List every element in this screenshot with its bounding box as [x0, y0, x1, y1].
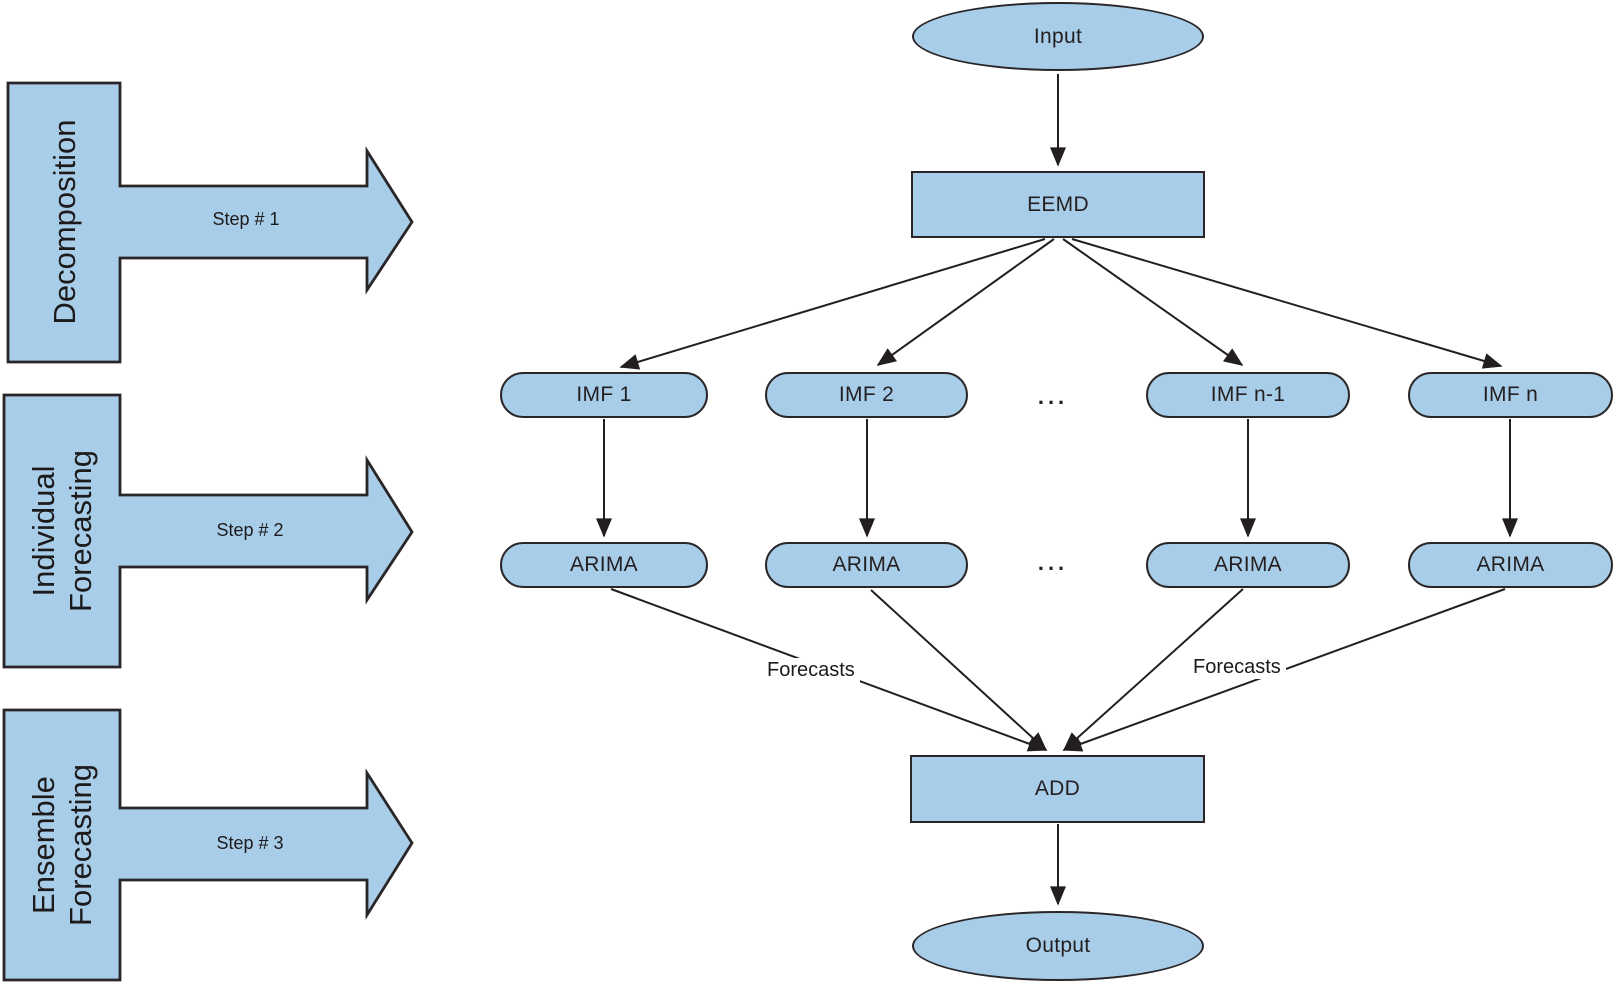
- edge-eemd-imfn1: [1062, 238, 1244, 366]
- imf-n-node: IMF n: [1408, 372, 1613, 418]
- section-shape-decomposition: [6, 81, 414, 364]
- step-3-label: Step # 3: [216, 832, 284, 853]
- imf-n1-node: IMF n-1: [1146, 372, 1350, 418]
- step-1-label: Step # 1: [212, 208, 280, 229]
- section-label-ensemble-forecasting: Ensemble Forecasting: [24, 715, 100, 975]
- section-label-line: Ensemble: [26, 776, 61, 914]
- section-label-line: Decomposition: [46, 119, 82, 325]
- edge-ariman1-add: [1062, 588, 1244, 752]
- section-shape-individual-forecasting: [2, 393, 414, 669]
- section-shape-ensemble-forecasting: [2, 708, 414, 982]
- step-2-label: Step # 2: [216, 519, 284, 540]
- edge-eemd-imfn: [1071, 238, 1503, 369]
- input-node: Input: [912, 2, 1204, 71]
- edge-eemd-imf1: [619, 238, 1046, 370]
- imf-row-ellipsis: ...: [1037, 384, 1069, 409]
- arima-row-ellipsis: ...: [1037, 550, 1069, 575]
- section-label-line: Individual: [26, 465, 61, 597]
- eemd-node: EEMD: [911, 171, 1205, 238]
- arima-n-node: ARIMA: [1408, 542, 1613, 588]
- output-node: Output: [912, 911, 1204, 981]
- arima1-node: ARIMA: [500, 542, 708, 588]
- edge-arima2-add: [870, 589, 1048, 752]
- arima2-node: ARIMA: [765, 542, 968, 588]
- forecasts-label-left: Forecasts: [762, 658, 860, 682]
- imf1-node: IMF 1: [500, 372, 708, 418]
- edge-eemd-imf2: [876, 238, 1055, 366]
- arima-n1-node: ARIMA: [1146, 542, 1350, 588]
- section-label-line: Forecasting: [63, 450, 98, 612]
- section-label-individual-forecasting: Individual Forecasting: [24, 401, 100, 661]
- section-label-decomposition: Decomposition: [34, 92, 94, 352]
- section-label-line: Forecasting: [63, 764, 98, 926]
- add-node: ADD: [910, 755, 1205, 823]
- forecasts-label-right: Forecasts: [1188, 655, 1286, 679]
- imf2-node: IMF 2: [765, 372, 968, 418]
